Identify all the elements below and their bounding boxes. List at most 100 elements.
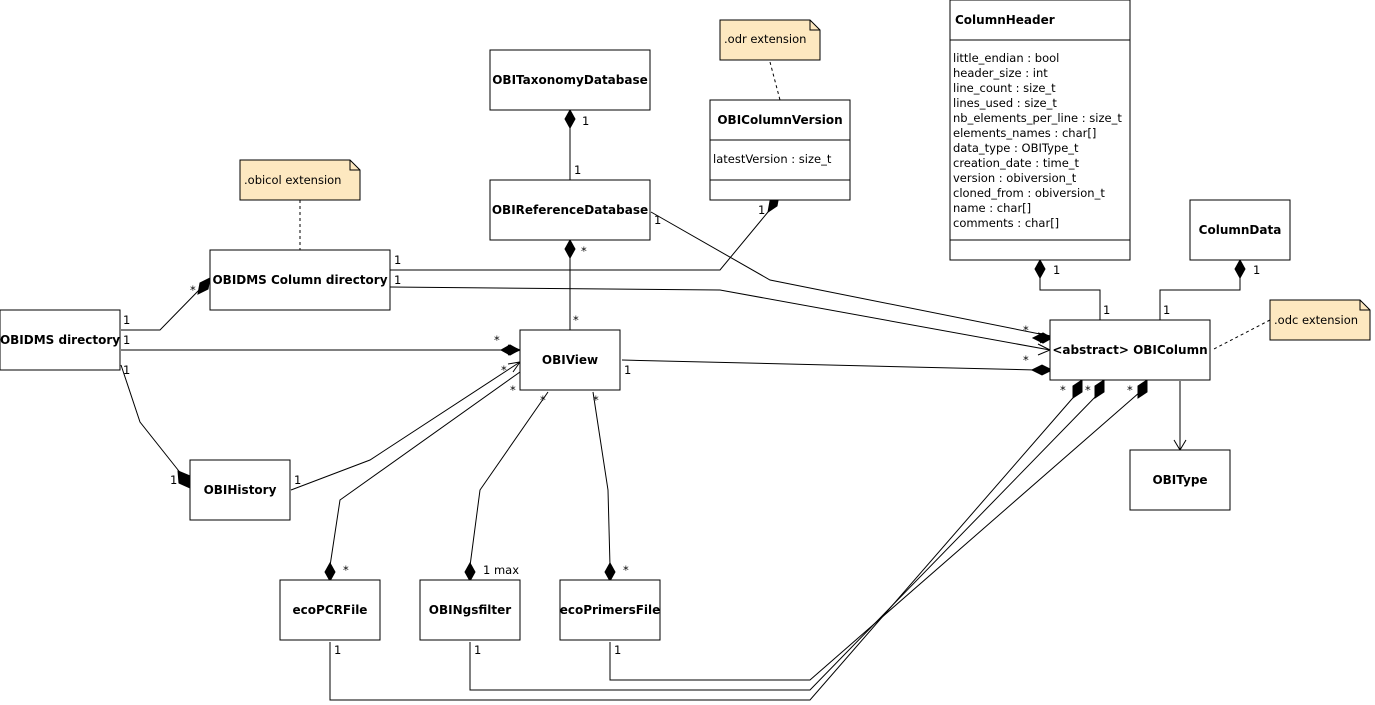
class-obidms-directory[interactable]: OBIDMS directory (0, 309, 121, 371)
eco-primers-file-name: ecoPrimersFile (560, 603, 661, 617)
class-obi-history[interactable]: OBIHistory (189, 459, 291, 521)
column-header-attr-nb-elements: nb_elements_per_line : size_t (953, 111, 1122, 125)
mult-dms-history: 1 (123, 363, 130, 377)
mult-coldir-ref-lower: 1 (394, 273, 401, 287)
obi-column-version-attribute: latestVersion : size_t (713, 152, 832, 166)
mult-dms-coldir: 1 (123, 313, 130, 327)
mult-column-view: * (1023, 353, 1029, 367)
mult-view-primers: * (593, 393, 599, 407)
class-obi-type[interactable]: OBIType (1129, 449, 1231, 511)
column-header-attr-line-count: line_count : size_t (953, 81, 1056, 95)
column-header-attr-data-type: data_type : OBIType_t (953, 141, 1079, 155)
class-obidms-column-directory[interactable]: OBIDMS Column directory (209, 249, 391, 311)
mult-history-dms: 1 (170, 473, 177, 487)
mult-coldir-dms: * (190, 283, 196, 297)
odc-note-text: .odc extension (1274, 313, 1358, 327)
mult-data-column-top: 1 (1253, 263, 1260, 277)
column-header-name: ColumnHeader (955, 13, 1055, 27)
primers-diamond (604, 561, 616, 583)
obicol-note-text: .obicol extension (244, 173, 341, 187)
data-diamond (1234, 258, 1246, 280)
header-column-composition (1039, 275, 1101, 320)
taxonomy-diamond (564, 108, 576, 130)
ecopcr-diamond (324, 561, 336, 583)
odr-note-anchor (769, 61, 781, 101)
column-header-attr-little-endian: little_endian : bool (953, 51, 1059, 65)
primers-column-association (609, 391, 1141, 681)
mult-view-column: 1 (624, 363, 631, 377)
coldir-version-association (390, 211, 769, 271)
reference-diamond (564, 238, 576, 260)
column-header-attr-comments: comments : char[] (953, 216, 1059, 230)
mult-data-column-bottom: 1 (1163, 303, 1170, 317)
mult-dms-view: 1 (123, 333, 130, 347)
mult-column-bottom-2: * (1085, 383, 1091, 397)
class-obi-view[interactable]: OBIView (519, 329, 621, 391)
column-header-attr-name: name : char[] (953, 201, 1031, 215)
mult-ngsfilter-view: 1 max (483, 563, 519, 577)
mult-view-ecopcr: * (510, 383, 516, 397)
class-eco-primers-file[interactable]: ecoPrimersFile (559, 579, 661, 641)
view-column-association (621, 359, 1037, 371)
column-header-attr-cloned-from: cloned_from : obiversion_t (953, 186, 1105, 200)
view-dms-diamond (499, 344, 521, 356)
primers-view-association (592, 391, 611, 567)
multiplicity-labels: 1 1 * * 1 * 1 1 1 1 1 1 1 * * * * * 1 1 … (123, 114, 1260, 657)
obi-ngsfilter-name: OBINgsfilter (429, 603, 511, 617)
mult-header-column-bottom: 1 (1103, 303, 1110, 317)
mult-primers-column: 1 (614, 643, 621, 657)
class-obi-column[interactable]: <abstract> OBIColumn (1049, 319, 1211, 381)
mult-coldir-ref-upper: 1 (394, 253, 401, 267)
mult-taxonomy-ref-top: 1 (582, 114, 589, 128)
mult-column-ref: * (1023, 323, 1029, 337)
note-odc-extension[interactable]: .odc extension (1269, 299, 1371, 341)
header-diamond (1034, 258, 1046, 280)
composition-diamonds (177, 108, 1246, 583)
column-header-attr-elements-names: elements_names : char[] (953, 126, 1096, 140)
reference-column-association (650, 211, 1051, 337)
obi-column-name: <abstract> OBIColumn (1052, 343, 1207, 357)
mult-view-history: * (501, 363, 507, 377)
history-diamond (177, 470, 191, 489)
class-obi-ngsfilter[interactable]: OBINgsfilter (419, 579, 521, 641)
obi-taxonomy-database-name: OBITaxonomyDatabase (492, 73, 648, 87)
dms-coldir-association (121, 286, 203, 331)
class-column-header[interactable]: ColumnHeader little_endian : bool header… (949, 0, 1131, 261)
obi-view-name: OBIView (542, 353, 598, 367)
note-obicol-extension[interactable]: .obicol extension (239, 159, 361, 201)
class-obi-reference-database[interactable]: OBIReferenceDatabase (489, 179, 651, 241)
column-header-attr-version: version : obiversion_t (953, 171, 1077, 185)
column-view-diamond (1030, 364, 1054, 376)
odr-note-text: .odr extension (724, 32, 806, 46)
mult-primers-view: * (623, 563, 629, 577)
column-data-name: ColumnData (1199, 223, 1282, 237)
mult-ecopcr-column: 1 (334, 643, 341, 657)
class-obi-column-version[interactable]: OBIColumnVersion latestVersion : size_t (709, 99, 851, 201)
mult-column-bottom-3: * (1127, 383, 1133, 397)
ecopcr-column-association (329, 391, 1079, 701)
coldir-column-association (389, 286, 1051, 351)
class-eco-pcr-file[interactable]: ecoPCRFile (279, 579, 381, 641)
mult-view-dms: * (494, 333, 500, 347)
odc-note-anchor (1211, 319, 1271, 351)
mult-ref-column: 1 (654, 213, 661, 227)
column-header-attr-lines-used: lines_used : size_t (953, 96, 1057, 110)
mult-view-ngsfilter: * (540, 393, 546, 407)
class-column-data[interactable]: ColumnData (1189, 199, 1291, 261)
mult-column-bottom-1: * (1060, 383, 1066, 397)
column-header-attr-header-size: header_size : int (953, 66, 1048, 80)
obi-type-name: OBIType (1152, 473, 1207, 487)
mult-taxonomy-ref-bottom: 1 (574, 163, 581, 177)
data-column-composition (1159, 275, 1241, 320)
note-odr-extension[interactable]: .odr extension (719, 19, 821, 61)
coldir-diamond (197, 277, 211, 295)
column-bottom-diamond-3 (1137, 379, 1148, 399)
obi-column-version-name: OBIColumnVersion (717, 113, 842, 127)
obi-reference-database-name: OBIReferenceDatabase (492, 203, 648, 217)
mult-header-column-top: 1 (1053, 263, 1060, 277)
connectors (120, 61, 1271, 701)
class-obi-taxonomy-database[interactable]: OBITaxonomyDatabase (489, 49, 651, 111)
column-bottom-diamond-2 (1094, 379, 1105, 399)
ngsfilter-diamond (464, 561, 476, 583)
